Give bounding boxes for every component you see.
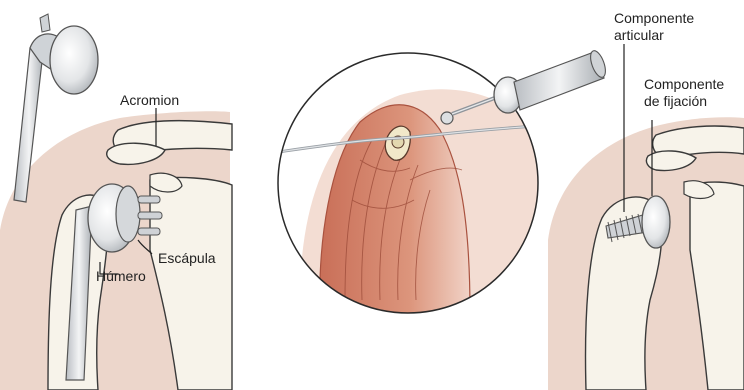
articular-component <box>642 196 670 248</box>
left-glenoid-baseplate <box>116 186 140 242</box>
acromion-label: Acromion <box>120 92 179 108</box>
left-glenoid-pegs <box>138 196 162 235</box>
cannula-tip <box>441 112 453 124</box>
componente-articular-label-line2: articular <box>614 27 664 43</box>
left-shoulder-panel <box>0 14 232 390</box>
escapula-label: Escápula <box>158 250 216 266</box>
componente-fijacion-label-line1: Componente <box>644 76 724 92</box>
componente-articular-label-line1: Componente <box>614 10 694 26</box>
humero-label: Húmero <box>96 268 146 284</box>
componente-fijacion-label-line2: de fijación <box>644 93 707 109</box>
